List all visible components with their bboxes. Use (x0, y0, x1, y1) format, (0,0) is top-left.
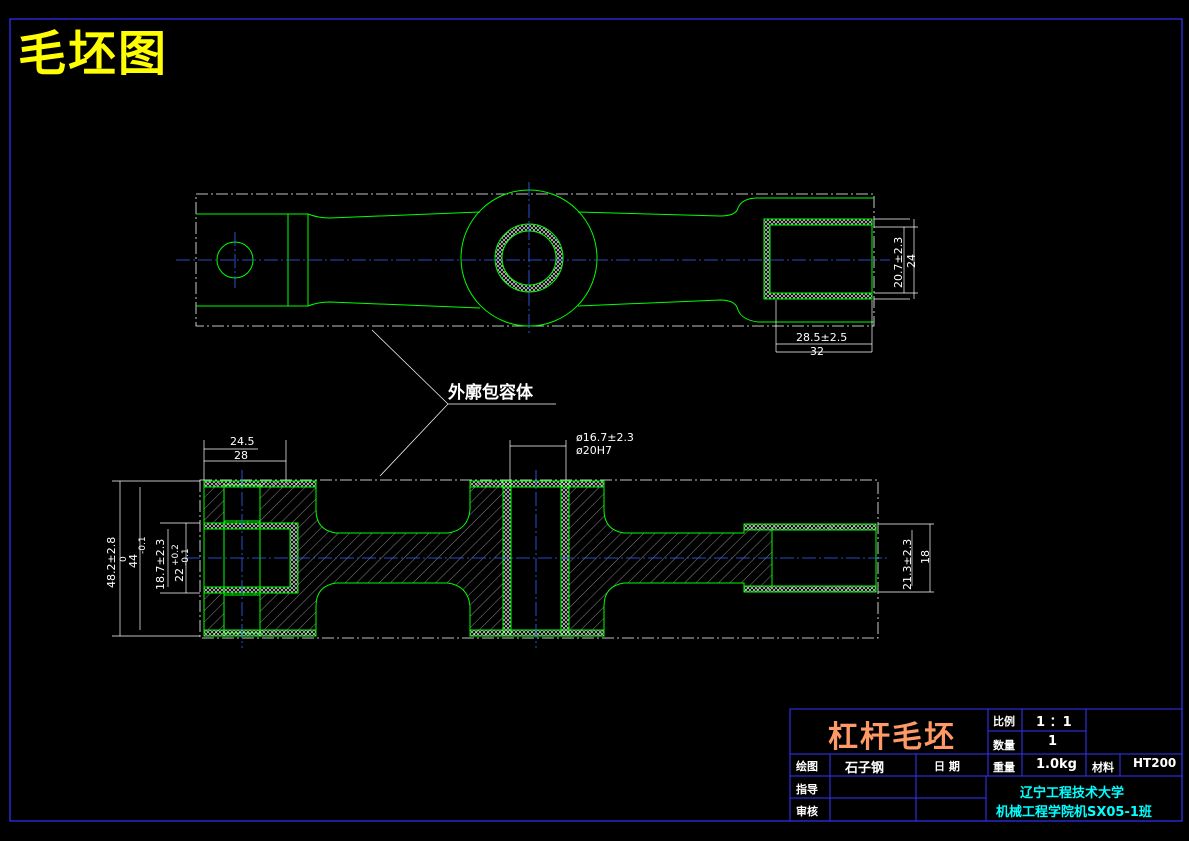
dim-44-tol-upper: 0 (119, 556, 129, 562)
weight-value: 1.0kg (1036, 757, 1077, 772)
title-block (789, 708, 1183, 822)
dim-22-tol-lower: -0.1 (181, 548, 191, 566)
dim-22: 22 (173, 568, 186, 582)
dim-32: 32 (810, 345, 824, 358)
class-name: 机械工程学院机SX05-1班 (996, 805, 1152, 820)
qty-value: 1 (1048, 734, 1058, 749)
dim-48: 48.2±2.8 (105, 536, 118, 588)
dim-20-7: 20.7±2.3 (892, 236, 905, 288)
weight-label: 重量 (993, 761, 1015, 774)
part-name: 杠杆毛坯 (828, 720, 956, 755)
guide-label: 指导 (796, 783, 818, 796)
scale-label: 比例 (993, 715, 1015, 728)
dim-phi20: ø20H7 (576, 444, 612, 457)
callout-label: 外廓包容体 (448, 383, 533, 403)
dim-28-5: 28.5±2.5 (796, 331, 848, 344)
drawing-title: 毛坯图 (18, 26, 169, 82)
material-value: HT200 (1133, 756, 1177, 770)
drawn-label: 绘图 (796, 760, 818, 773)
dim-44-tol-lower: -0.1 (138, 536, 148, 554)
dim-21-3: 21.3±2.3 (901, 538, 914, 590)
school-name: 辽宁工程技术大学 (1020, 786, 1125, 801)
dim-18-7: 18.7±2.3 (154, 538, 167, 590)
drawn-value: 石子钢 (845, 761, 885, 776)
dim-phi16: ø16.7±2.3 (576, 431, 634, 444)
scale-value: 1 ：1 (1036, 715, 1072, 730)
dim-24-5: 24.5 (230, 435, 255, 448)
qty-label: 数量 (993, 739, 1015, 752)
dim-18: 18 (919, 550, 932, 564)
material-label: 材料 (1092, 761, 1114, 774)
section-view (199, 479, 879, 639)
review-label: 审核 (796, 805, 818, 818)
dim-28: 28 (234, 449, 248, 462)
dim-24: 24 (905, 254, 918, 268)
date-label: 日 期 (934, 760, 960, 773)
drawing-border (9, 18, 1183, 822)
top-view (195, 189, 875, 327)
